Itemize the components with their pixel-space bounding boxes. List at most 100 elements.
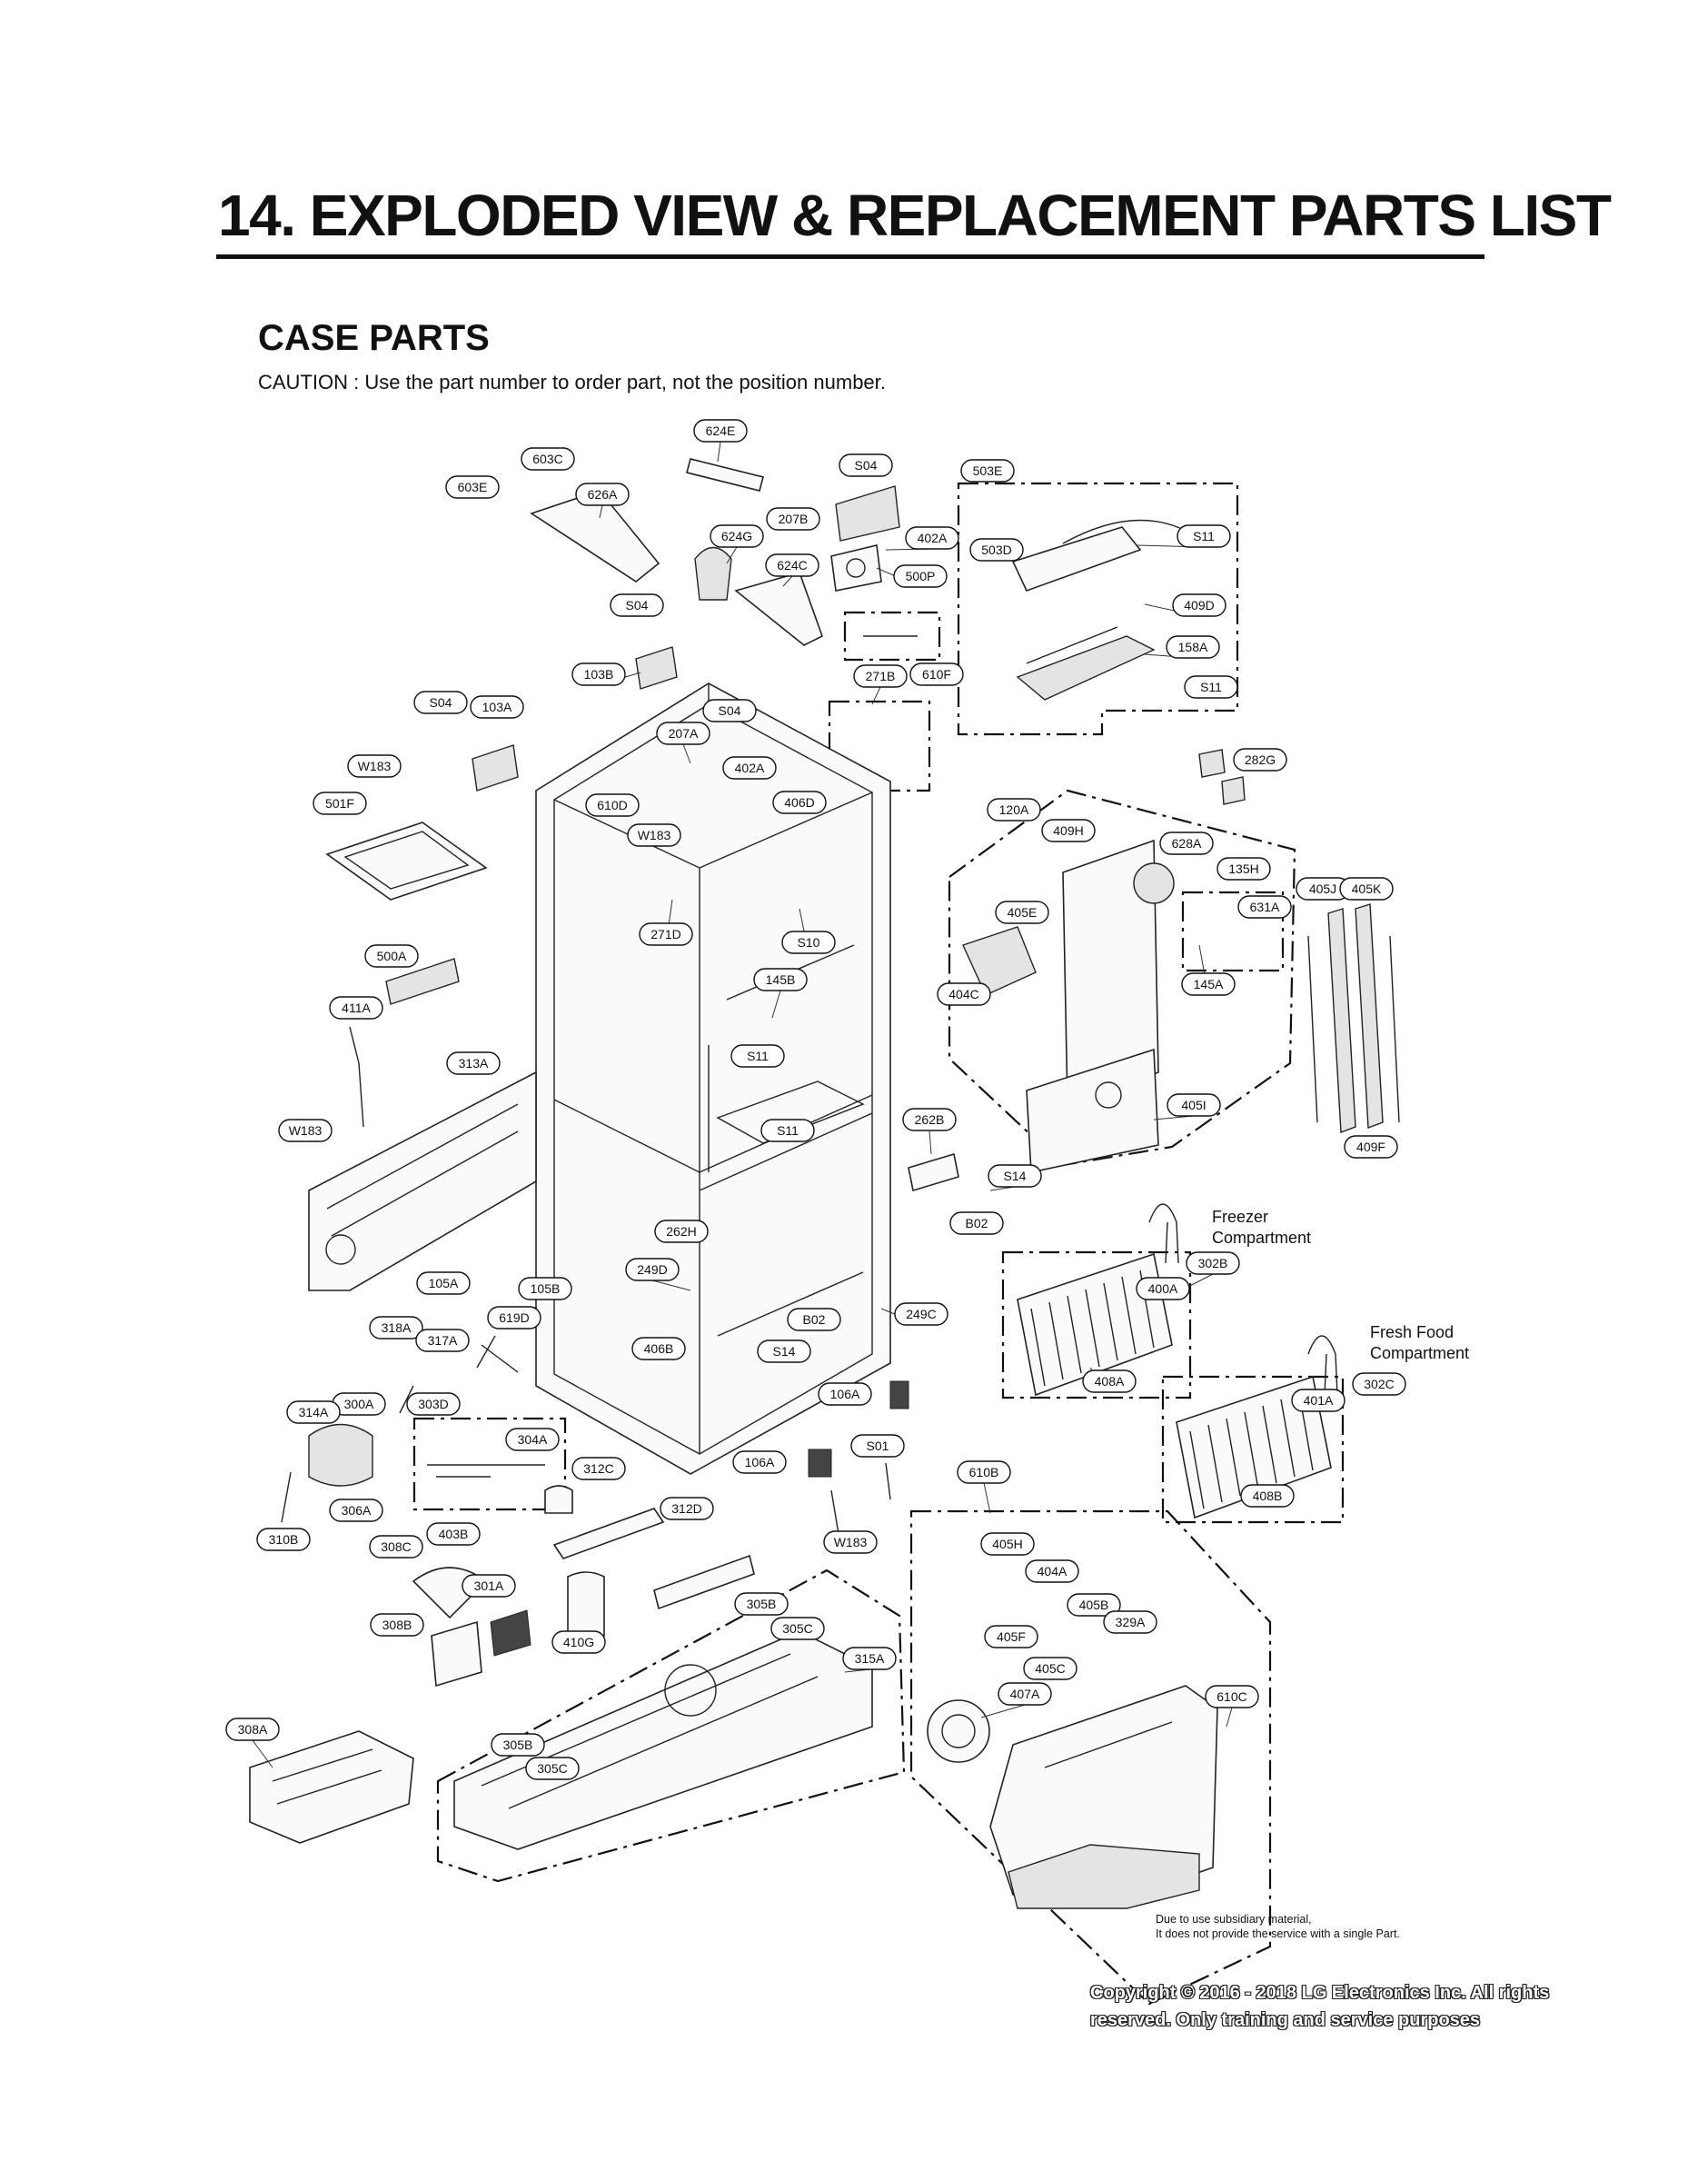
callout-text: 329A	[1116, 1615, 1146, 1629]
callout-box	[987, 798, 1041, 822]
callout-315a: 315A	[842, 1647, 897, 1670]
callout-text: 628A	[1172, 836, 1202, 851]
callout-text: S14	[773, 1344, 796, 1359]
callout-box	[225, 1718, 280, 1741]
callout-401a: 401A	[1291, 1389, 1346, 1412]
callout-box	[960, 459, 1015, 483]
callout-box	[760, 1119, 815, 1142]
callout-text: 308A	[238, 1722, 268, 1737]
evaporator-302b	[1017, 1203, 1179, 1397]
callout-box	[575, 483, 630, 506]
callout-box	[369, 1535, 423, 1559]
outline-filter-group	[957, 482, 1239, 736]
callout-407a: 407A	[998, 1682, 1052, 1706]
callout-box	[329, 996, 383, 1020]
callout-411a: 411A	[329, 996, 383, 1020]
callout-145b: 145B	[753, 968, 808, 991]
callout-text: 305B	[747, 1597, 777, 1611]
callout-box	[364, 944, 419, 968]
callout-302c: 302C	[1352, 1372, 1406, 1396]
callout-box	[853, 664, 908, 688]
callout-610d: 610D	[585, 793, 640, 817]
callout-text: 306A	[342, 1503, 372, 1518]
callout-145a: 145A	[1181, 972, 1236, 996]
callout-308a: 308A	[225, 1718, 280, 1741]
callout-box	[1023, 1657, 1077, 1680]
callout-box	[416, 1271, 471, 1295]
callout-text: S11	[777, 1123, 799, 1138]
callout-box	[949, 1211, 1004, 1235]
callout-405i: 405I	[1167, 1093, 1221, 1117]
callout-box	[1159, 832, 1214, 855]
callout-text: W183	[638, 828, 671, 842]
callout-box	[470, 695, 524, 719]
callout-105b: 105B	[518, 1277, 572, 1300]
callout-text: 411A	[342, 1001, 371, 1015]
callout-317a: 317A	[415, 1329, 470, 1352]
callout-405c: 405C	[1023, 1657, 1077, 1680]
callout-box	[446, 1051, 501, 1075]
callout-text: 603E	[458, 480, 488, 494]
caution-text: CAUTION : Use the part number to order p…	[258, 371, 886, 393]
callout-249d: 249D	[625, 1258, 680, 1281]
callout-624c: 624C	[765, 553, 819, 577]
callout-text: S04	[719, 703, 741, 718]
callout-302b: 302B	[1186, 1251, 1240, 1275]
callout-box	[660, 1497, 714, 1520]
callout-box	[256, 1528, 311, 1551]
callout-308b: 308B	[370, 1613, 424, 1637]
callout-box	[426, 1522, 481, 1546]
callout-text: 308C	[381, 1539, 411, 1554]
callout-box	[1103, 1610, 1157, 1634]
callout-500a: 500A	[364, 944, 419, 968]
callout-box	[787, 1308, 841, 1331]
callout-text: W183	[289, 1123, 323, 1138]
callout-box	[1216, 857, 1271, 881]
callout-106a: 106A	[818, 1382, 872, 1406]
callout-text: 405H	[992, 1537, 1022, 1551]
callout-403b: 403B	[426, 1522, 481, 1546]
callout-402a: 402A	[905, 526, 959, 550]
callout-s01: S01	[850, 1434, 905, 1458]
bracket-282g	[1198, 749, 1246, 805]
callout-text: 402A	[918, 531, 948, 545]
callout-text: S11	[1200, 680, 1222, 694]
callout-box	[732, 1450, 787, 1474]
callout-text: 409D	[1184, 598, 1214, 612]
callout-box	[329, 1499, 383, 1522]
callout-w183: W183	[278, 1119, 333, 1142]
callout-text: 405K	[1352, 881, 1382, 896]
callout-405f: 405F	[984, 1625, 1038, 1648]
callout-text: 262B	[915, 1112, 945, 1127]
callout-text: 304A	[518, 1432, 548, 1447]
callout-305c: 305C	[525, 1757, 580, 1780]
callout-103b: 103B	[571, 662, 626, 686]
callout-text: 301A	[474, 1578, 504, 1593]
callout-409f: 409F	[1344, 1135, 1398, 1159]
callout-410g: 410G	[551, 1630, 606, 1654]
callout-box	[980, 1532, 1035, 1556]
callout-text: 313A	[459, 1056, 489, 1071]
callout-404a: 404A	[1025, 1559, 1079, 1583]
top-parts	[530, 458, 918, 646]
freezer-duct-panel	[962, 839, 1175, 1173]
callout-box	[462, 1574, 516, 1598]
callout-box	[937, 982, 991, 1006]
outline-evap-302b	[1001, 1250, 1192, 1399]
callout-text: B02	[803, 1312, 826, 1327]
callout-text: 302B	[1198, 1256, 1228, 1270]
callout-405j: 405J	[1296, 877, 1350, 901]
callout-box	[415, 1329, 470, 1352]
callout-text: 624E	[706, 423, 736, 438]
callout-box	[730, 1044, 785, 1068]
upper-left-parts	[325, 646, 678, 1128]
callout-text: 120A	[999, 802, 1029, 817]
callout-text: 631A	[1250, 900, 1280, 914]
callout-405e: 405E	[995, 901, 1049, 924]
callout-text: 406D	[784, 795, 814, 810]
callout-text: 105B	[531, 1281, 561, 1296]
callout-text: 305B	[503, 1738, 533, 1752]
callout-106a: 106A	[732, 1450, 787, 1474]
callout-158a: 158A	[1166, 635, 1220, 659]
